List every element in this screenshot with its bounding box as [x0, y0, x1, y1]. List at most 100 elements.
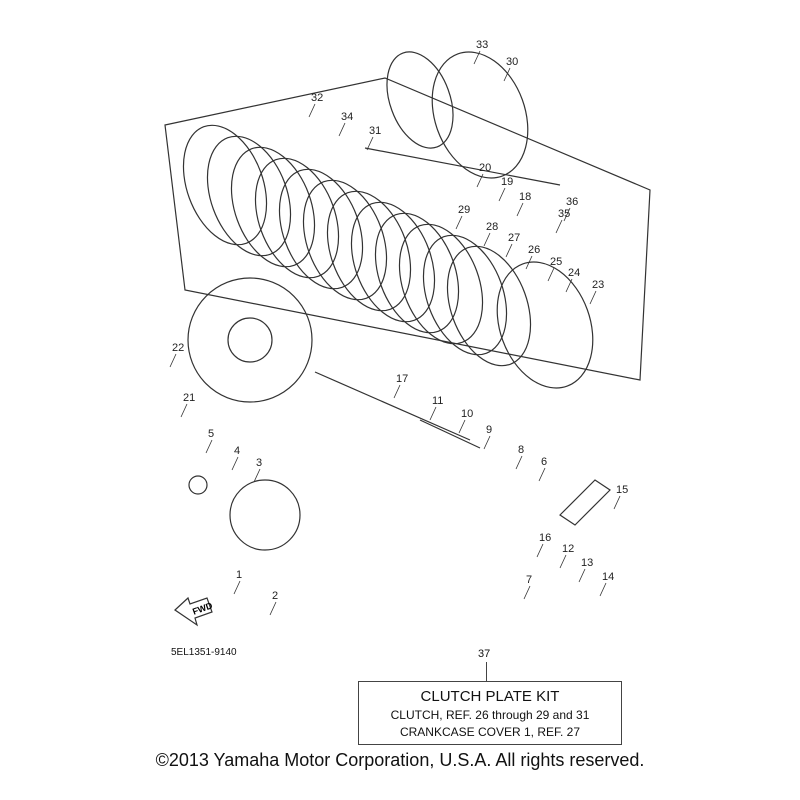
callout-6: 6	[541, 456, 547, 468]
callout-1: 1	[236, 569, 242, 581]
callout-29: 29	[458, 204, 470, 216]
callout-30: 30	[506, 56, 518, 68]
leader-line	[613, 495, 621, 510]
callout-11: 11	[432, 395, 443, 407]
callout-33: 33	[476, 39, 488, 51]
leader-line	[503, 67, 511, 82]
clutch-plate	[350, 201, 436, 323]
clutch-housing	[187, 277, 313, 403]
kit-callout: 37	[478, 648, 491, 660]
clutch-plate	[326, 190, 412, 312]
clutch-plate	[182, 124, 268, 246]
callout-24: 24	[568, 267, 580, 279]
leader-line	[338, 122, 346, 137]
clutch-plate	[398, 223, 484, 345]
leader-line	[231, 456, 239, 471]
leader-line	[498, 187, 506, 202]
leader-line	[269, 601, 277, 616]
callout-35: 35	[558, 208, 570, 220]
kit-line-1: CLUTCH, REF. 26 through 29 and 31	[390, 708, 590, 722]
leader-line	[559, 554, 567, 569]
leader-line	[233, 580, 241, 595]
kit-title: CLUTCH PLATE KIT	[420, 688, 560, 705]
copyright: ©2013 Yamaha Motor Corporation, U.S.A. A…	[155, 750, 645, 770]
leader-line	[589, 290, 597, 305]
callout-7: 7	[526, 574, 532, 586]
clutch-plate	[278, 168, 364, 290]
callout-36: 36	[566, 196, 578, 208]
callout-13: 13	[581, 557, 593, 569]
plate-group-frame	[164, 77, 651, 381]
clutch-plate	[230, 146, 316, 268]
clutch-boss	[496, 261, 594, 389]
callout-19: 19	[501, 176, 513, 188]
callout-3: 3	[256, 457, 262, 469]
clutch-plate	[206, 135, 292, 257]
push-lever-shaft	[364, 147, 561, 186]
primary-drive-gear	[229, 479, 301, 551]
callout-4: 4	[234, 445, 240, 457]
leader-line	[547, 267, 555, 282]
push-rod-2	[419, 419, 481, 449]
leader-line	[483, 232, 491, 247]
callout-5: 5	[208, 428, 214, 440]
callout-8: 8	[518, 444, 524, 456]
clutch-housing-hub	[227, 317, 273, 363]
leader-line	[523, 585, 531, 600]
clutch-plate	[446, 245, 532, 367]
clutch-plates	[182, 124, 532, 367]
leader-line	[515, 455, 523, 470]
leader-line	[555, 219, 563, 234]
callout-28: 28	[486, 221, 498, 233]
pressure-plate	[431, 51, 529, 179]
callout-27: 27	[508, 232, 520, 244]
push-lever	[559, 479, 611, 526]
clutch-plate	[374, 212, 460, 334]
clutch-plate	[422, 234, 508, 356]
kit-leader-line	[486, 662, 487, 681]
leader-line	[205, 439, 213, 454]
callout-12: 12	[562, 543, 574, 555]
leader-line	[253, 468, 261, 483]
leader-line	[565, 278, 573, 293]
callout-10: 10	[461, 408, 473, 420]
leader-line	[393, 384, 401, 399]
callout-23: 23	[592, 279, 604, 291]
leader-line	[180, 403, 188, 418]
leader-line	[505, 243, 513, 258]
leader-line	[455, 215, 463, 230]
callout-16: 16	[539, 532, 551, 544]
leader-line	[516, 202, 524, 217]
leader-line	[458, 419, 466, 434]
callout-32: 32	[311, 92, 323, 104]
leader-line	[429, 406, 437, 421]
leader-line	[169, 353, 177, 368]
push-rod	[314, 371, 471, 441]
callout-17: 17	[396, 373, 408, 385]
callout-2: 2	[272, 590, 278, 602]
kit-line-2: CRANKCASE COVER 1, REF. 27	[399, 725, 581, 739]
leader-line	[599, 582, 607, 597]
callout-9: 9	[486, 424, 492, 436]
callout-15: 15	[616, 484, 628, 496]
gear-nut	[188, 475, 208, 495]
leader-line	[476, 173, 484, 188]
callout-18: 18	[519, 191, 531, 203]
leader-line	[578, 568, 586, 583]
leader-line	[308, 103, 316, 118]
callout-26: 26	[528, 244, 540, 256]
clutch-plate-kit-box: CLUTCH PLATE KIT CLUTCH, REF. 26 through…	[358, 681, 622, 745]
leader-line	[483, 435, 491, 450]
leader-line	[366, 136, 374, 151]
callout-22: 22	[172, 342, 184, 354]
clutch-plate	[302, 179, 388, 301]
callout-21: 21	[183, 392, 195, 404]
callout-34: 34	[341, 111, 353, 123]
leader-line	[473, 50, 481, 65]
leader-line	[536, 543, 544, 558]
callout-20: 20	[479, 162, 491, 174]
clutch-plate	[254, 157, 340, 279]
callout-31: 31	[369, 125, 381, 137]
